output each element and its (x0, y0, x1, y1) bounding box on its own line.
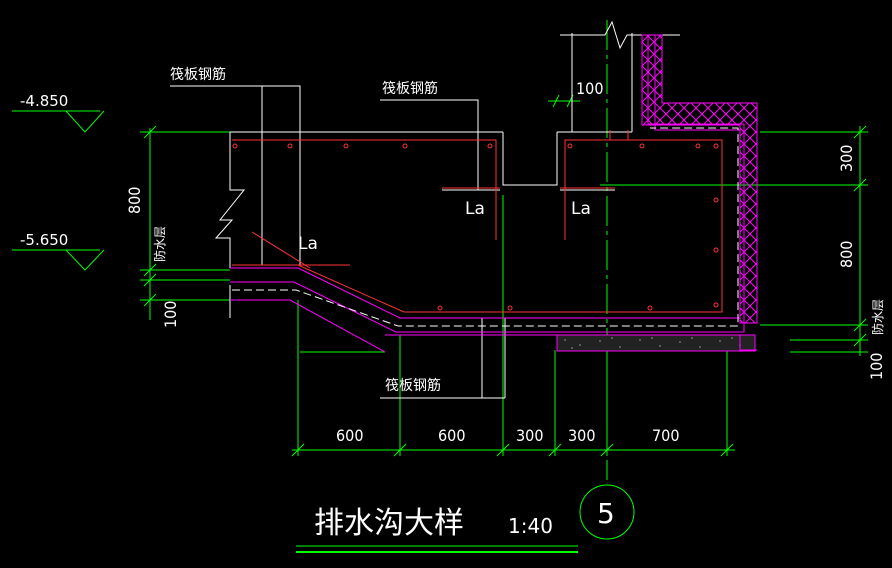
concrete-outline (170, 20, 680, 399)
dimension-lines (140, 94, 868, 457)
insulation-hatch (641, 34, 758, 324)
dim-right-100: 100 (867, 353, 886, 380)
dim-top-100: 100 (576, 79, 603, 98)
waterproof-layers (230, 35, 757, 353)
drawing-scale: 1:40 (508, 514, 553, 538)
detail-number: 5 (597, 497, 615, 530)
dim-left-800: 800 (125, 187, 144, 214)
la-label-mid2: La (571, 199, 591, 219)
raft-rebar-label-center: 筏板钢筋 (382, 80, 438, 97)
dim-bottom-3: 300 (516, 426, 543, 445)
detail-bubble (579, 484, 635, 540)
title-block: 排水沟大样 1:40 5 (296, 484, 635, 553)
dim-bottom-1: 600 (336, 426, 363, 445)
waterproof-label-left: 防水层 (152, 226, 167, 262)
dim-bottom-5: 700 (652, 426, 679, 445)
gravel-bedding (556, 334, 756, 352)
dim-bottom-4: 300 (568, 426, 595, 445)
waterproof-label-right: 防水层 (870, 299, 885, 335)
dim-bottom-2: 600 (438, 426, 465, 445)
dim-left-100: 100 (161, 301, 180, 328)
dim-right-800: 800 (837, 241, 856, 268)
level-marker-top: -4.850 (12, 92, 105, 133)
la-label-left: La (298, 234, 318, 254)
rebar-lines (232, 130, 723, 313)
raft-rebar-label-bottom: 筏板钢筋 (385, 377, 441, 394)
level-marker-bottom: -5.650 (12, 231, 105, 271)
level-bottom-label: -5.650 (20, 231, 68, 249)
drawing-title: 排水沟大样 (314, 506, 464, 541)
rebar-dots (232, 143, 719, 311)
la-label-mid1: La (465, 199, 485, 219)
level-top-label: -4.850 (20, 92, 68, 110)
dim-right-300: 300 (837, 145, 856, 172)
raft-rebar-label-left: 筏板钢筋 (170, 66, 226, 83)
membrane-dashed (232, 127, 739, 327)
